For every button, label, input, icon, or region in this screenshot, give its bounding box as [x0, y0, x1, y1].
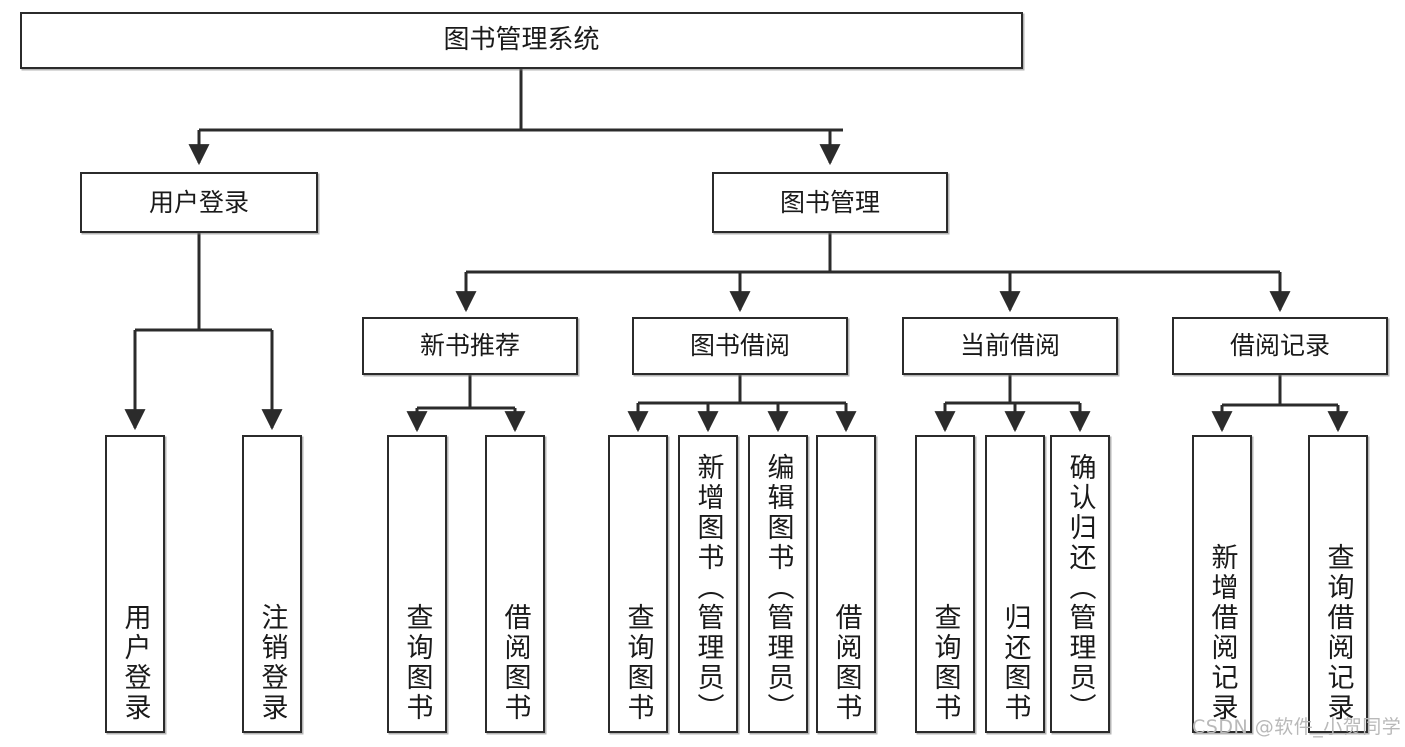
node-new-book-recommend[interactable]: 新书推荐 — [362, 317, 578, 375]
node-label: 当前借阅 — [959, 331, 1060, 360]
leaf-user-logout[interactable]: 注销登录 — [242, 435, 302, 733]
node-label: 借阅图书 — [499, 603, 531, 723]
node-label: 新增图书（管理员） — [692, 453, 724, 723]
node-label: 归还图书 — [999, 603, 1031, 723]
node-label: 用户登录 — [148, 187, 249, 217]
node-book-management[interactable]: 图书管理 — [712, 172, 948, 233]
leaf-add-book-admin[interactable]: 新增图书（管理员） — [678, 435, 738, 733]
leaf-query-book-recommend[interactable]: 查询图书 — [387, 435, 447, 733]
leaf-query-book-borrow[interactable]: 查询图书 — [608, 435, 668, 733]
node-current-borrow[interactable]: 当前借阅 — [902, 317, 1118, 375]
node-label: 图书借阅 — [689, 331, 790, 360]
leaf-query-borrow-record[interactable]: 查询借阅记录 — [1308, 435, 1368, 733]
node-book-borrow[interactable]: 图书借阅 — [632, 317, 848, 375]
leaf-user-login[interactable]: 用户登录 — [105, 435, 165, 733]
node-label: 新书推荐 — [419, 331, 520, 360]
node-label: 注销登录 — [256, 603, 288, 723]
leaf-confirm-return-admin[interactable]: 确认归还（管理员） — [1050, 435, 1110, 733]
node-root-system[interactable]: 图书管理系统 — [20, 12, 1023, 69]
leaf-edit-book-admin[interactable]: 编辑图书（管理员） — [748, 435, 808, 733]
leaf-return-book[interactable]: 归还图书 — [985, 435, 1045, 733]
node-label: 新增借阅记录 — [1206, 543, 1238, 723]
node-label: 借阅记录 — [1229, 331, 1330, 360]
node-label: 用户登录 — [119, 603, 151, 723]
node-borrow-record[interactable]: 借阅记录 — [1172, 317, 1388, 375]
leaf-borrow-book[interactable]: 借阅图书 — [816, 435, 876, 733]
leaf-query-book-current[interactable]: 查询图书 — [915, 435, 975, 733]
node-label: 查询借阅记录 — [1322, 543, 1354, 723]
node-label: 图书管理 — [779, 187, 880, 217]
node-label: 查询图书 — [929, 603, 961, 723]
node-label: 查询图书 — [622, 603, 654, 723]
node-label: 编辑图书（管理员） — [762, 453, 794, 723]
leaf-borrow-book-recommend[interactable]: 借阅图书 — [485, 435, 545, 733]
node-label: 查询图书 — [401, 603, 433, 723]
node-label: 图书管理系统 — [443, 24, 600, 55]
node-user-login[interactable]: 用户登录 — [80, 172, 318, 233]
csdn-watermark: CSDN @软件_小贺同学 — [1192, 716, 1402, 738]
node-label: 借阅图书 — [830, 603, 862, 723]
node-label: 确认归还（管理员） — [1064, 453, 1096, 723]
leaf-add-borrow-record[interactable]: 新增借阅记录 — [1192, 435, 1252, 733]
